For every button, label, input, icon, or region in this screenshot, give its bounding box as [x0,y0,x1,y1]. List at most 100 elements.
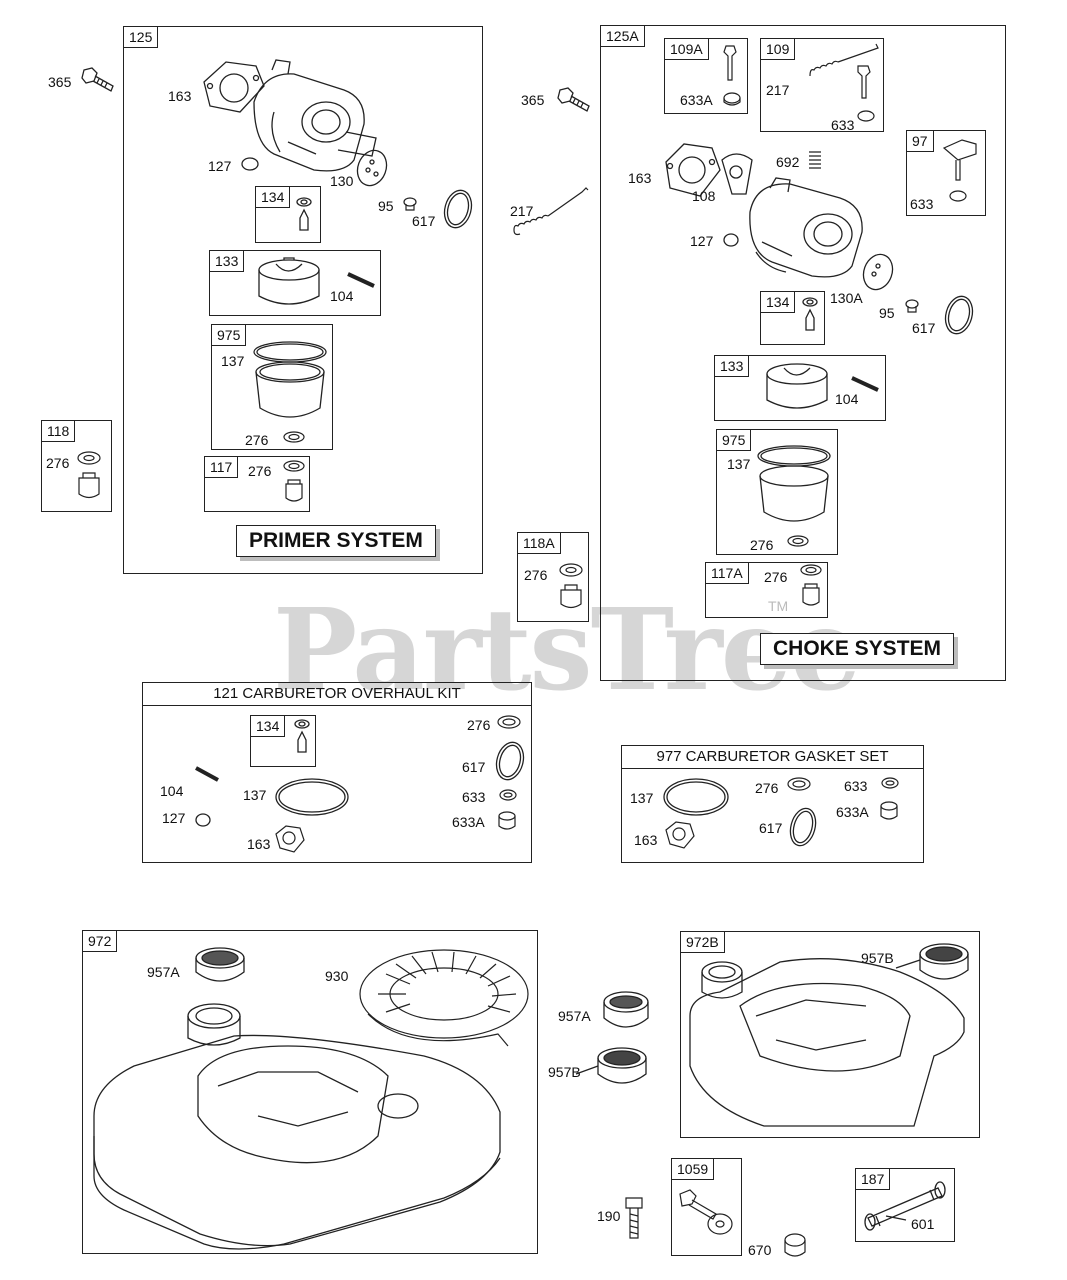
gasket-163b-icon [665,143,721,197]
kit-seal-a-icon [498,811,516,830]
part-label-130: 130 [330,173,354,189]
bowl-nut-117a-icon [800,564,822,606]
plate-108-icon [721,153,753,195]
set-gasket-icon [665,821,695,849]
part-label-217b: 217 [766,82,790,98]
choke-system-label: CHOKE SYSTEM [760,633,955,665]
oring-617-icon [443,189,473,229]
bolt-365-icon [81,67,114,92]
set-ring-icon [663,778,729,816]
float-bowl-b-icon [757,445,831,522]
choke-lever-109-icon [809,43,879,122]
panel-tag: 1059 [672,1159,715,1180]
part-label-108: 108 [692,188,716,204]
panel-tag: 97 [907,131,934,152]
nut-118a-box: 118A [517,532,589,622]
panel-tag: 134 [251,716,286,737]
panel-tag: 134 [761,292,796,313]
part-label-190: 190 [597,1208,621,1224]
part-label-127: 127 [208,158,232,174]
kit-washer-icon [497,715,521,729]
bowl-nut-118a-icon [559,563,583,609]
kit-title: 977 CARBURETOR GASKET SET [622,746,923,769]
kit-needle-icon [294,719,310,753]
panel-tag: 187 [856,1169,891,1190]
panel-tag: 118A [518,533,561,554]
part-label-104: 104 [330,288,354,304]
part-label-276e: 276 [750,537,774,553]
set-label-617: 617 [759,820,783,836]
part-label-95b: 95 [879,305,895,321]
panel-tag: 972 [83,931,118,952]
part-label-957a: 957A [147,964,180,980]
fuel-tank-972-panel: 972 [82,930,538,1254]
lever-109-box: 109 [760,38,884,132]
cup-plug-icon [241,157,259,171]
part-label-95: 95 [378,198,394,214]
nut-117a-box: 117A [705,562,828,618]
fuel-tank-972b-panel: 972B [680,931,980,1138]
lever-109a-box: 109A [664,38,748,114]
spring-692-icon [809,151,821,169]
part-label-137b: 137 [727,456,751,472]
primer-system-panel: 125 [123,26,483,574]
needle-valve-b-icon [802,297,818,331]
fuel-cap-957b-icon [575,1047,647,1084]
fuel-line-187-box: 187 [855,1168,955,1242]
nut-118-box: 118 [41,420,112,512]
part-label-692: 692 [776,154,800,170]
fuel-cap-957a-icon [195,947,245,982]
bolt-1059-box: 1059 [671,1158,742,1256]
panel-tag: 125A [601,26,645,47]
primer-system-label: PRIMER SYSTEM [236,525,436,557]
set-oring-icon [789,807,817,847]
primer-97b-icon [942,139,977,202]
panel-tag: 109 [761,39,796,60]
carburetor-body-b-icon [749,177,863,278]
part-label-163: 163 [168,88,192,104]
part-label-137: 137 [221,353,245,369]
choke-lever-109a-icon [723,45,741,106]
pin-104-icon [347,272,375,288]
float-icon [258,257,320,305]
kit-label-127: 127 [162,810,186,826]
part-label-365: 365 [48,74,72,90]
needle-valve-b-box: 134 [760,291,825,345]
kit-label-137: 137 [243,787,267,803]
kit-gasket-icon [275,825,305,853]
set-label-163: 163 [634,832,658,848]
screw-95b-icon [905,299,919,313]
pin-104b-icon [851,376,879,392]
part-label-601: 601 [911,1216,935,1232]
float-b-box: 133 [714,355,886,421]
kit-title: 121 CARBURETOR OVERHAUL KIT [143,683,531,706]
throttle-plate-b-icon [862,253,894,291]
float-bowl-icon [253,341,327,418]
kit-label-276: 276 [467,717,491,733]
part-label-276: 276 [245,432,269,448]
panel-tag: 117A [706,563,749,584]
bowl-b-box: 975 [716,429,838,555]
bowl-nut-118-icon [77,451,101,499]
screw-190-icon [625,1197,643,1239]
part-label-276b: 276 [248,463,272,479]
kit-seal-icon [499,789,517,801]
part-label-670: 670 [748,1242,772,1258]
washer-276-icon [283,431,305,443]
part-label-163b: 163 [628,170,652,186]
part-label-633a: 633A [680,92,713,108]
kit-label-104: 104 [160,783,184,799]
set-label-137: 137 [630,790,654,806]
panel-tag: 134 [256,187,291,208]
kit-label-633a: 633A [452,814,485,830]
shroud-930-icon [359,949,529,1047]
part-label-217: 217 [510,203,534,219]
panel-tag: 133 [210,251,245,272]
fuel-cap-957b-b-icon [895,943,969,980]
set-seal-a-icon [880,801,898,820]
overhaul-kit-panel: 121 CARBURETOR OVERHAUL KIT [142,682,532,863]
bolt-365b-icon [557,87,590,112]
kit-label-163: 163 [247,836,271,852]
kit-needle-box: 134 [250,715,316,767]
set-label-276: 276 [755,780,779,796]
